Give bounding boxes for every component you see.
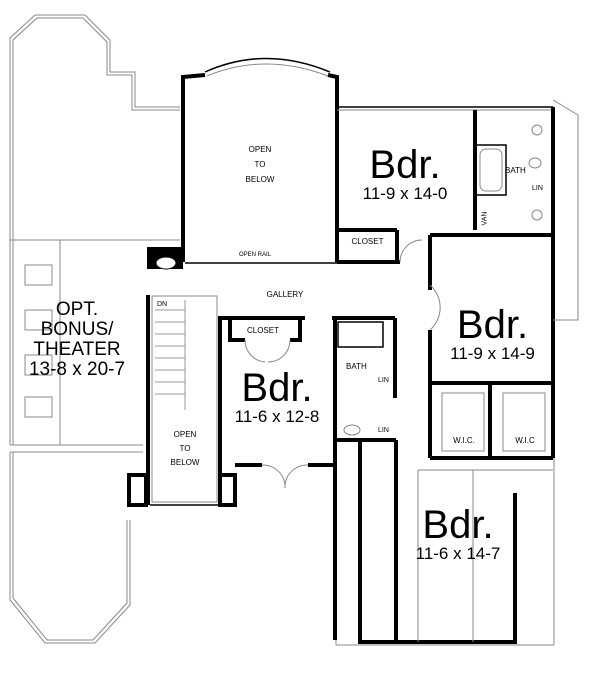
window bbox=[24, 396, 53, 418]
bedroom-bottom-label: Bdr. 11-6 x 14-7 bbox=[398, 505, 518, 562]
bottom-bedroom-walls bbox=[335, 440, 555, 646]
linen-top-label: LIN bbox=[532, 185, 543, 192]
linen-mid-2-label: LIN bbox=[378, 427, 389, 434]
bath-top-label: BATH bbox=[505, 166, 526, 175]
open-to-below-stair-label: OPEN TO BELOW bbox=[155, 428, 215, 470]
room-dims: 11-9 x 14-0 bbox=[362, 184, 448, 203]
closet-top-label: CLOSET bbox=[351, 237, 384, 246]
linen-mid-1-label: LIN bbox=[378, 377, 389, 384]
bonus-line2: BONUS/ bbox=[40, 319, 114, 340]
bedroom-mid-label: Bdr. 11-6 x 12-8 bbox=[222, 368, 332, 425]
room-name: Bdr. bbox=[369, 143, 441, 187]
top-bedroom-walls bbox=[337, 99, 579, 458]
right-bedroom-walls bbox=[428, 284, 553, 460]
text: OPEN bbox=[248, 145, 272, 154]
bonus-room-label: OPT. BONUS/ THEATER 13-8 x 20-7 bbox=[22, 300, 132, 380]
room-name: Bdr. bbox=[456, 303, 529, 347]
room-dims: 11-9 x 14-9 bbox=[450, 344, 535, 363]
bedroom-right-label: Bdr. 11-9 x 14-9 bbox=[435, 305, 550, 362]
vanity-label: VAN bbox=[481, 211, 489, 226]
bonus-line1: OPT. bbox=[55, 299, 99, 320]
bonus-line3: THEATER bbox=[33, 339, 121, 360]
wic-2-label: W.I.C bbox=[515, 436, 535, 445]
gallery-label: GALLERY bbox=[266, 290, 304, 299]
room-dims: 11-6 x 12-8 bbox=[234, 407, 320, 426]
text: TO bbox=[179, 444, 191, 453]
window bbox=[24, 309, 53, 331]
room-name: Bdr. bbox=[422, 503, 494, 547]
window bbox=[24, 354, 53, 376]
wic-1-label: W.I.C. bbox=[453, 436, 475, 445]
open-to-below-label: OPEN TO BELOW bbox=[230, 142, 290, 187]
stair-down-label: DN bbox=[157, 301, 168, 308]
text: TO bbox=[254, 160, 266, 169]
room-name: Bdr. bbox=[241, 366, 313, 410]
text: BELOW bbox=[245, 175, 275, 184]
closet-mid-label: CLOSET bbox=[246, 326, 279, 335]
text: BELOW bbox=[170, 458, 200, 467]
bath-mid-label: BATH bbox=[346, 362, 367, 371]
bedroom-top-label: Bdr. 11-9 x 14-0 bbox=[345, 145, 465, 202]
window bbox=[24, 264, 53, 286]
room-dims: 11-6 x 14-7 bbox=[415, 544, 501, 563]
open-to-below-area bbox=[147, 57, 339, 270]
text: OPEN bbox=[173, 430, 197, 439]
open-rail-label: OPEN RAIL bbox=[238, 252, 271, 258]
bonus-dims: 13-8 x 20-7 bbox=[28, 359, 126, 380]
mid-bedroom-walls bbox=[218, 316, 397, 640]
left-wing-outline bbox=[9, 14, 180, 644]
stair-walls bbox=[127, 295, 237, 507]
